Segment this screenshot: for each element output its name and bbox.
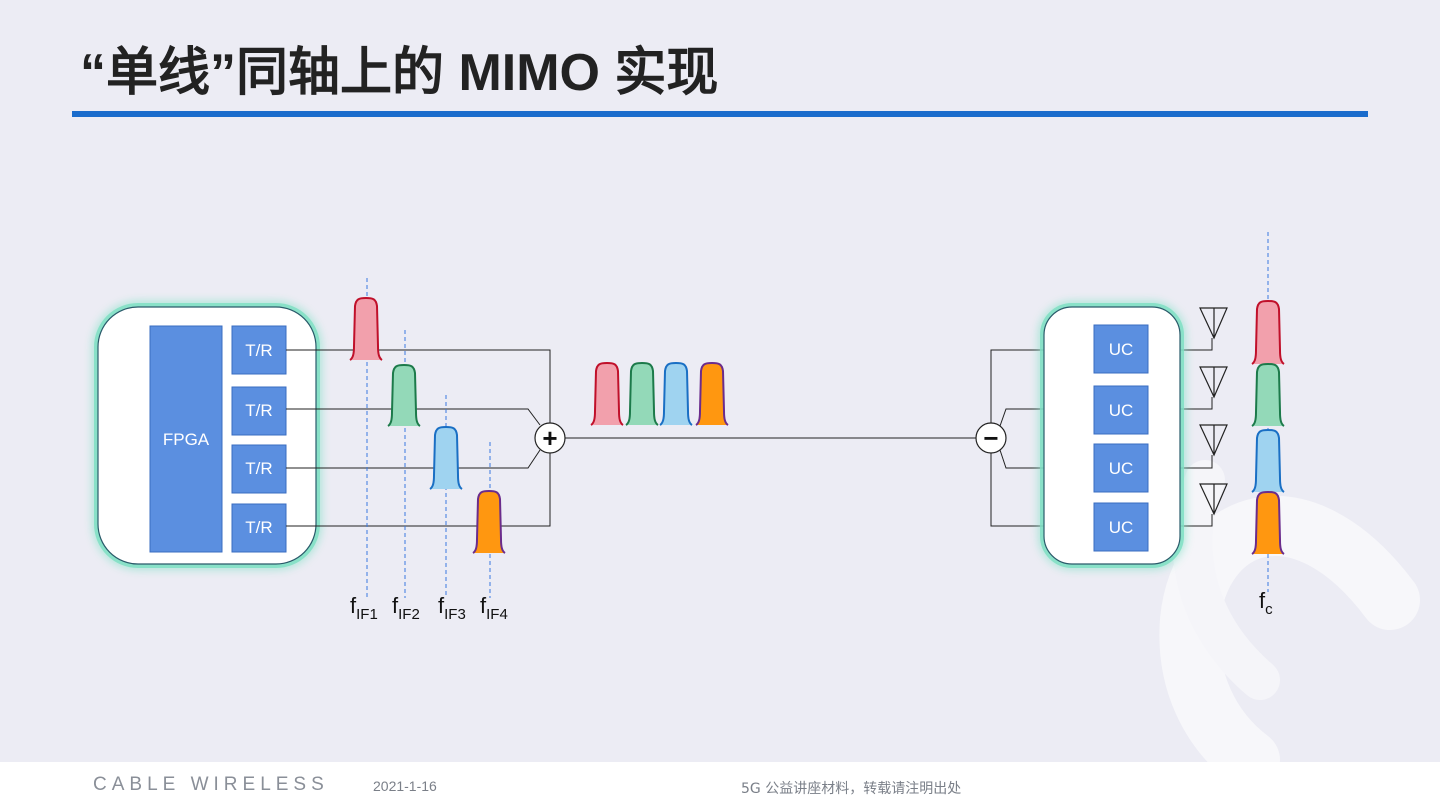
- spectrum-pulse: [660, 363, 692, 425]
- antenna-icons: [1199, 307, 1228, 516]
- carrier-frequency-label: fc: [1259, 588, 1273, 618]
- svg-text:fIF3: fIF3: [438, 593, 466, 623]
- freq-label: f: [350, 593, 357, 618]
- spectrum-pulse-outline: [695, 361, 729, 426]
- tr-label: T/R: [245, 518, 272, 537]
- spectrum-pulse-outline: [1251, 299, 1285, 365]
- spectrum-pulse-outline: [659, 361, 693, 426]
- page-title: “单线”同轴上的 MIMO 实现: [80, 44, 719, 102]
- spectrum-pulse: [626, 363, 658, 425]
- if-frequency-labels: fIF1 fIF2 fIF3 fIF4: [350, 593, 508, 623]
- antenna-icon: [1199, 307, 1228, 340]
- freq-label: f: [438, 593, 445, 618]
- antenna-icon: [1199, 366, 1228, 399]
- combiner-symbol: +: [542, 423, 557, 453]
- spectrum-pulse-outline: [1251, 428, 1285, 493]
- combiner: +: [534, 422, 566, 454]
- transmit-module: FPGA T/R T/R T/R T/R: [94, 303, 320, 568]
- spectrum-pulse: [1252, 364, 1284, 426]
- spectrum-pulse: [591, 363, 623, 425]
- spectrum-pulse: [1252, 430, 1284, 492]
- spectrum-pulses: [349, 296, 1285, 555]
- freq-subscript: IF2: [398, 606, 420, 623]
- spectrum-pulse: [350, 298, 382, 360]
- mimo-diagram: FPGA T/R T/R T/R T/R + −: [94, 232, 1285, 623]
- freq-subscript: IF3: [444, 606, 466, 623]
- spectrum-pulse-outline: [429, 425, 463, 490]
- uc-block: [1093, 324, 1149, 374]
- uc-label: UC: [1109, 340, 1134, 359]
- tr-block: [231, 386, 287, 436]
- svg-text:fIF2: fIF2: [392, 593, 420, 623]
- spectrum-pulse: [1252, 301, 1284, 364]
- fpga-label: FPGA: [163, 430, 210, 449]
- spectrum-pulse: [1252, 492, 1284, 554]
- antenna-icon: [1199, 424, 1228, 457]
- tr-block: [231, 325, 287, 375]
- antenna-icon: [1199, 483, 1228, 516]
- spectrum-pulse: [388, 365, 420, 426]
- fpga-block: [149, 325, 223, 553]
- spectrum-pulse-outline: [1251, 490, 1285, 555]
- tr-block: [231, 444, 287, 494]
- receive-module: UC UC UC UC: [1040, 303, 1184, 568]
- tr-label: T/R: [245, 401, 272, 420]
- uc-label: UC: [1109, 459, 1134, 478]
- uc-block: [1093, 443, 1149, 493]
- uc-label: UC: [1109, 518, 1134, 537]
- freq-label: f: [392, 593, 399, 618]
- tr-label: T/R: [245, 459, 272, 478]
- uc-block: [1093, 502, 1149, 552]
- spectrum-pulse: [473, 491, 505, 553]
- footer-note: 5G 公益讲座材料，转载请注明出处: [741, 781, 962, 797]
- svg-text:fIF1: fIF1: [350, 593, 378, 623]
- spectrum-pulse-outline: [349, 296, 383, 361]
- title-underline: [72, 111, 1368, 117]
- svg-text:fIF4: fIF4: [480, 593, 508, 623]
- tr-label: T/R: [245, 341, 272, 360]
- splitter-symbol: −: [983, 423, 998, 453]
- freq-subscript: IF1: [356, 606, 378, 623]
- spectrum-pulse-outline: [590, 361, 624, 426]
- spectrum-pulse-outline: [472, 489, 506, 554]
- tr-block: [231, 503, 287, 553]
- footer-brand: CABLE WIRELESS: [93, 774, 329, 795]
- splitter: −: [975, 422, 1007, 454]
- freq-label: f: [480, 593, 487, 618]
- footer: [0, 762, 1440, 810]
- freq-subscript: IF4: [486, 606, 508, 623]
- spectrum-pulse-outline: [387, 363, 421, 427]
- spectrum-pulse-outline: [625, 361, 659, 426]
- spectrum-pulse: [696, 363, 728, 425]
- spectrum-pulse: [430, 427, 462, 489]
- spectrum-pulse-outline: [1251, 362, 1285, 427]
- footer-date: 2021-1-16: [373, 778, 437, 794]
- uc-block: [1093, 385, 1149, 435]
- uc-label: UC: [1109, 401, 1134, 420]
